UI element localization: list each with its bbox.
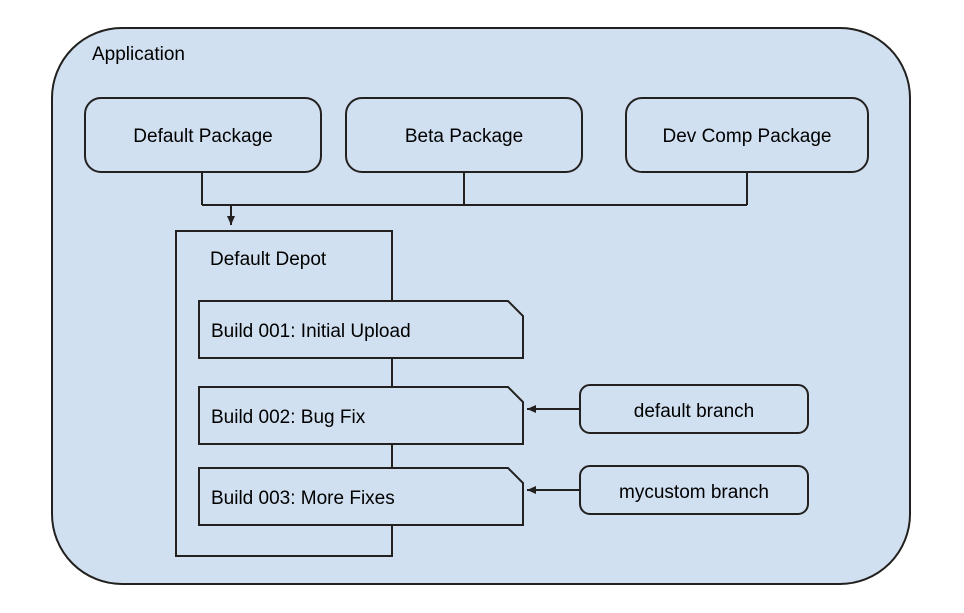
default-branch-node[interactable] xyxy=(580,385,808,433)
build-001-shape[interactable] xyxy=(198,300,524,359)
build-002-shape[interactable] xyxy=(198,386,524,445)
build-003-shape[interactable] xyxy=(198,467,524,526)
build-001-node[interactable] xyxy=(199,301,523,358)
build-003-node[interactable] xyxy=(199,468,523,525)
mycustom-branch-node[interactable] xyxy=(580,466,808,514)
default-package-node[interactable] xyxy=(85,98,321,172)
dev-comp-package-node[interactable] xyxy=(626,98,868,172)
beta-package-node[interactable] xyxy=(346,98,582,172)
build-002-node[interactable] xyxy=(199,387,523,444)
